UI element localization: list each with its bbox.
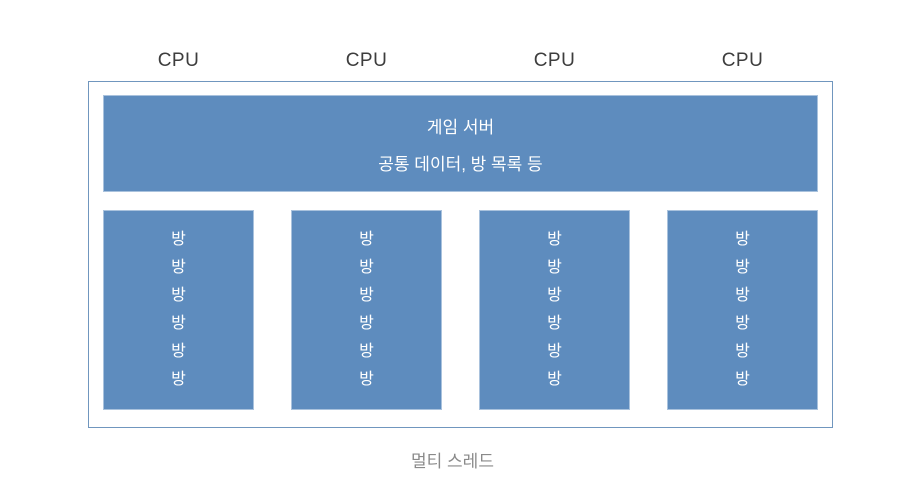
room-label: 방 [547, 371, 562, 388]
room-column: 방 방 방 방 방 방 [479, 210, 630, 410]
room-label: 방 [735, 343, 750, 360]
room-label: 방 [171, 343, 186, 360]
room-label: 방 [359, 371, 374, 388]
room-label: 방 [547, 231, 562, 248]
room-label: 방 [171, 287, 186, 304]
cpu-label: CPU [721, 50, 764, 71]
game-server-box: 게임 서버 공통 데이터, 방 목록 등 [103, 95, 818, 192]
room-column: 방 방 방 방 방 방 [103, 210, 254, 410]
room-label: 방 [735, 315, 750, 332]
room-label: 방 [359, 343, 374, 360]
room-label: 방 [547, 343, 562, 360]
room-label: 방 [735, 231, 750, 248]
room-label: 방 [547, 287, 562, 304]
room-label: 방 [171, 259, 186, 276]
room-label: 방 [171, 231, 186, 248]
room-column: 방 방 방 방 방 방 [291, 210, 442, 410]
room-label: 방 [359, 231, 374, 248]
cpu-label: CPU [157, 50, 200, 71]
room-label: 방 [171, 315, 186, 332]
room-columns-row: 방 방 방 방 방 방 방 방 방 방 방 방 방 방 방 방 방 방 방 방 … [103, 210, 818, 410]
room-label: 방 [547, 259, 562, 276]
room-label: 방 [547, 315, 562, 332]
room-label: 방 [359, 287, 374, 304]
room-label: 방 [171, 371, 186, 388]
cpu-label-row: CPU CPU CPU CPU [103, 50, 818, 72]
room-column: 방 방 방 방 방 방 [667, 210, 818, 410]
cpu-label: CPU [345, 50, 388, 71]
room-label: 방 [735, 259, 750, 276]
room-label: 방 [735, 371, 750, 388]
game-server-title: 게임 서버 [426, 117, 495, 137]
game-server-subtitle: 공통 데이터, 방 목록 등 [378, 154, 543, 174]
room-label: 방 [359, 259, 374, 276]
room-label: 방 [735, 287, 750, 304]
cpu-label: CPU [533, 50, 576, 71]
room-label: 방 [359, 315, 374, 332]
diagram-caption: 멀티 스레드 [411, 452, 494, 471]
